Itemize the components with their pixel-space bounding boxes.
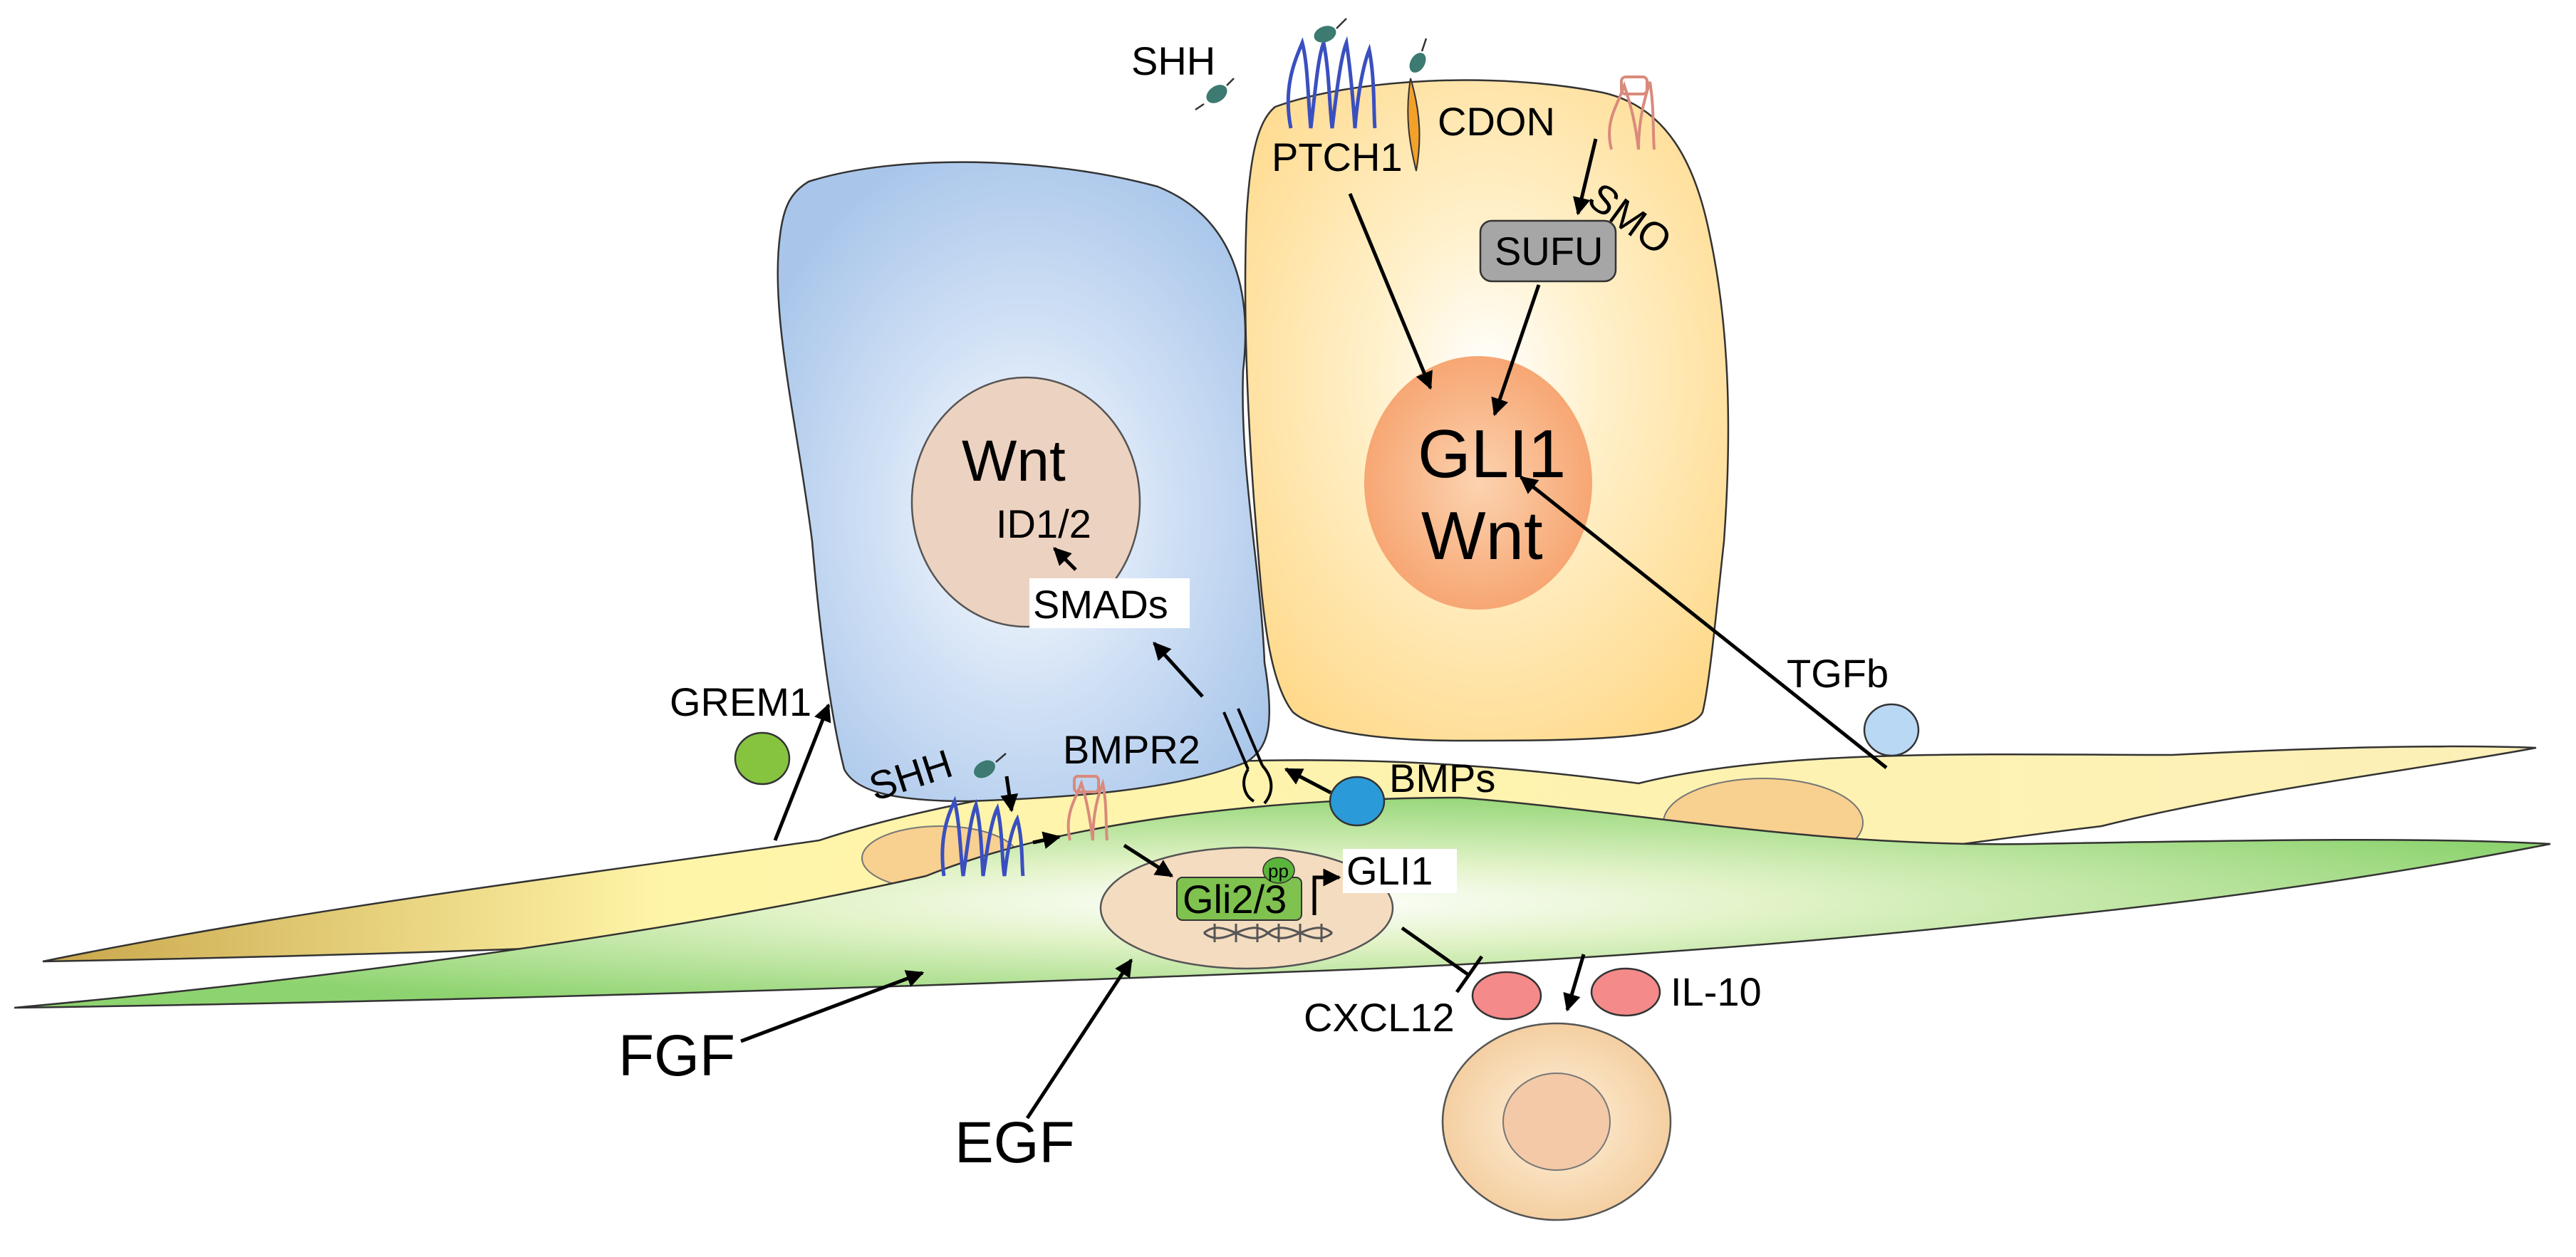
arrow-smo-to-gli23 [1123, 843, 1174, 878]
yellow-cell-nucleus [1364, 356, 1592, 610]
label-id12: ID1/2 [996, 501, 1091, 546]
arrow-bmps-to-bmpr2 [1284, 767, 1332, 795]
label-gli1-target: GLI1 [1346, 848, 1433, 893]
dna-helix-icon [1203, 924, 1333, 942]
arrow-bmpr2-to-smads [1153, 642, 1204, 698]
label-shh-top: SHH [1131, 38, 1215, 83]
bmps-ligand-icon [1329, 776, 1386, 827]
smo-receptor-icon [1608, 75, 1656, 150]
label-fgf: FGF [618, 1023, 735, 1088]
smads-label-bg [1029, 578, 1190, 628]
transcription-start-arrow [1312, 868, 1341, 915]
label-bmpr2: BMPR2 [1063, 727, 1200, 772]
arrow-to-immune-cell [1563, 954, 1586, 1012]
phospho-label: pp [1268, 860, 1289, 882]
grem1-ligand-icon [734, 731, 791, 786]
shh-ligand-icon [1195, 78, 1235, 111]
label-wnt-blue: Wnt [962, 429, 1066, 494]
cdon-shh-ligand-icon [1409, 38, 1428, 73]
label-smads: SMADs [1033, 582, 1168, 627]
label-gli1-nucleus: GLI1 [1418, 416, 1566, 492]
label-cdon: CDON [1438, 99, 1555, 144]
ptch1-shh-ligand-icon [1314, 18, 1347, 43]
il10-ligand-icon [1590, 967, 1661, 1017]
arrow-tgfb-to-gli1 [1520, 476, 1888, 769]
arrow-stroma-to-grem1 [773, 703, 831, 841]
inhibition-to-cxcl12 [1401, 926, 1484, 993]
arrow-smo-to-sufu [1573, 138, 1598, 216]
label-sufu: SUFU [1495, 229, 1603, 273]
label-grem1: GREM1 [670, 679, 811, 724]
label-ptch1: PTCH1 [1272, 135, 1403, 179]
blue-cell-nucleus [910, 376, 1141, 628]
shh-bottom-ligand-icon [974, 753, 1007, 778]
label-wnt-yellow: Wnt [1421, 498, 1543, 574]
gli1-target-label-bg [1343, 849, 1457, 893]
label-il10: IL-10 [1671, 969, 1762, 1014]
cdon-receptor-icon [1407, 78, 1421, 172]
arrow-smads-to-id12 [1053, 547, 1077, 571]
arrow-ptch1-to-gli1 [1348, 193, 1433, 390]
smo-bottom-receptor-icon [1066, 775, 1108, 841]
gli23-box [1176, 877, 1302, 921]
arrow-egf-to-nucleus [1025, 958, 1133, 1120]
ptch1-bottom-receptor-icon [940, 796, 1025, 877]
label-egf: EGF [955, 1110, 1075, 1175]
immune-cell-nucleus [1502, 1073, 1611, 1171]
bmpr2-receptor-icon [1222, 708, 1273, 805]
sufu-box [1479, 219, 1617, 283]
arrow-shh-to-ptch1 [1000, 776, 1019, 813]
arrow-fgf-to-stroma [740, 970, 925, 1043]
ptch1-receptor-icon [1286, 36, 1377, 129]
arrow-ptch1-to-smo [1032, 831, 1061, 849]
cxcl12-ligand-icon [1471, 971, 1542, 1021]
tgfb-ligand-icon [1863, 703, 1920, 757]
label-tgfb: TGFb [1787, 651, 1889, 696]
arrow-sufu-to-gli1 [1491, 284, 1541, 417]
label-cxcl12: CXCL12 [1304, 995, 1455, 1040]
label-bmps: BMPs [1389, 756, 1495, 800]
gli23-label: Gli2/3 [1183, 877, 1287, 922]
phospho-badge [1262, 857, 1295, 884]
